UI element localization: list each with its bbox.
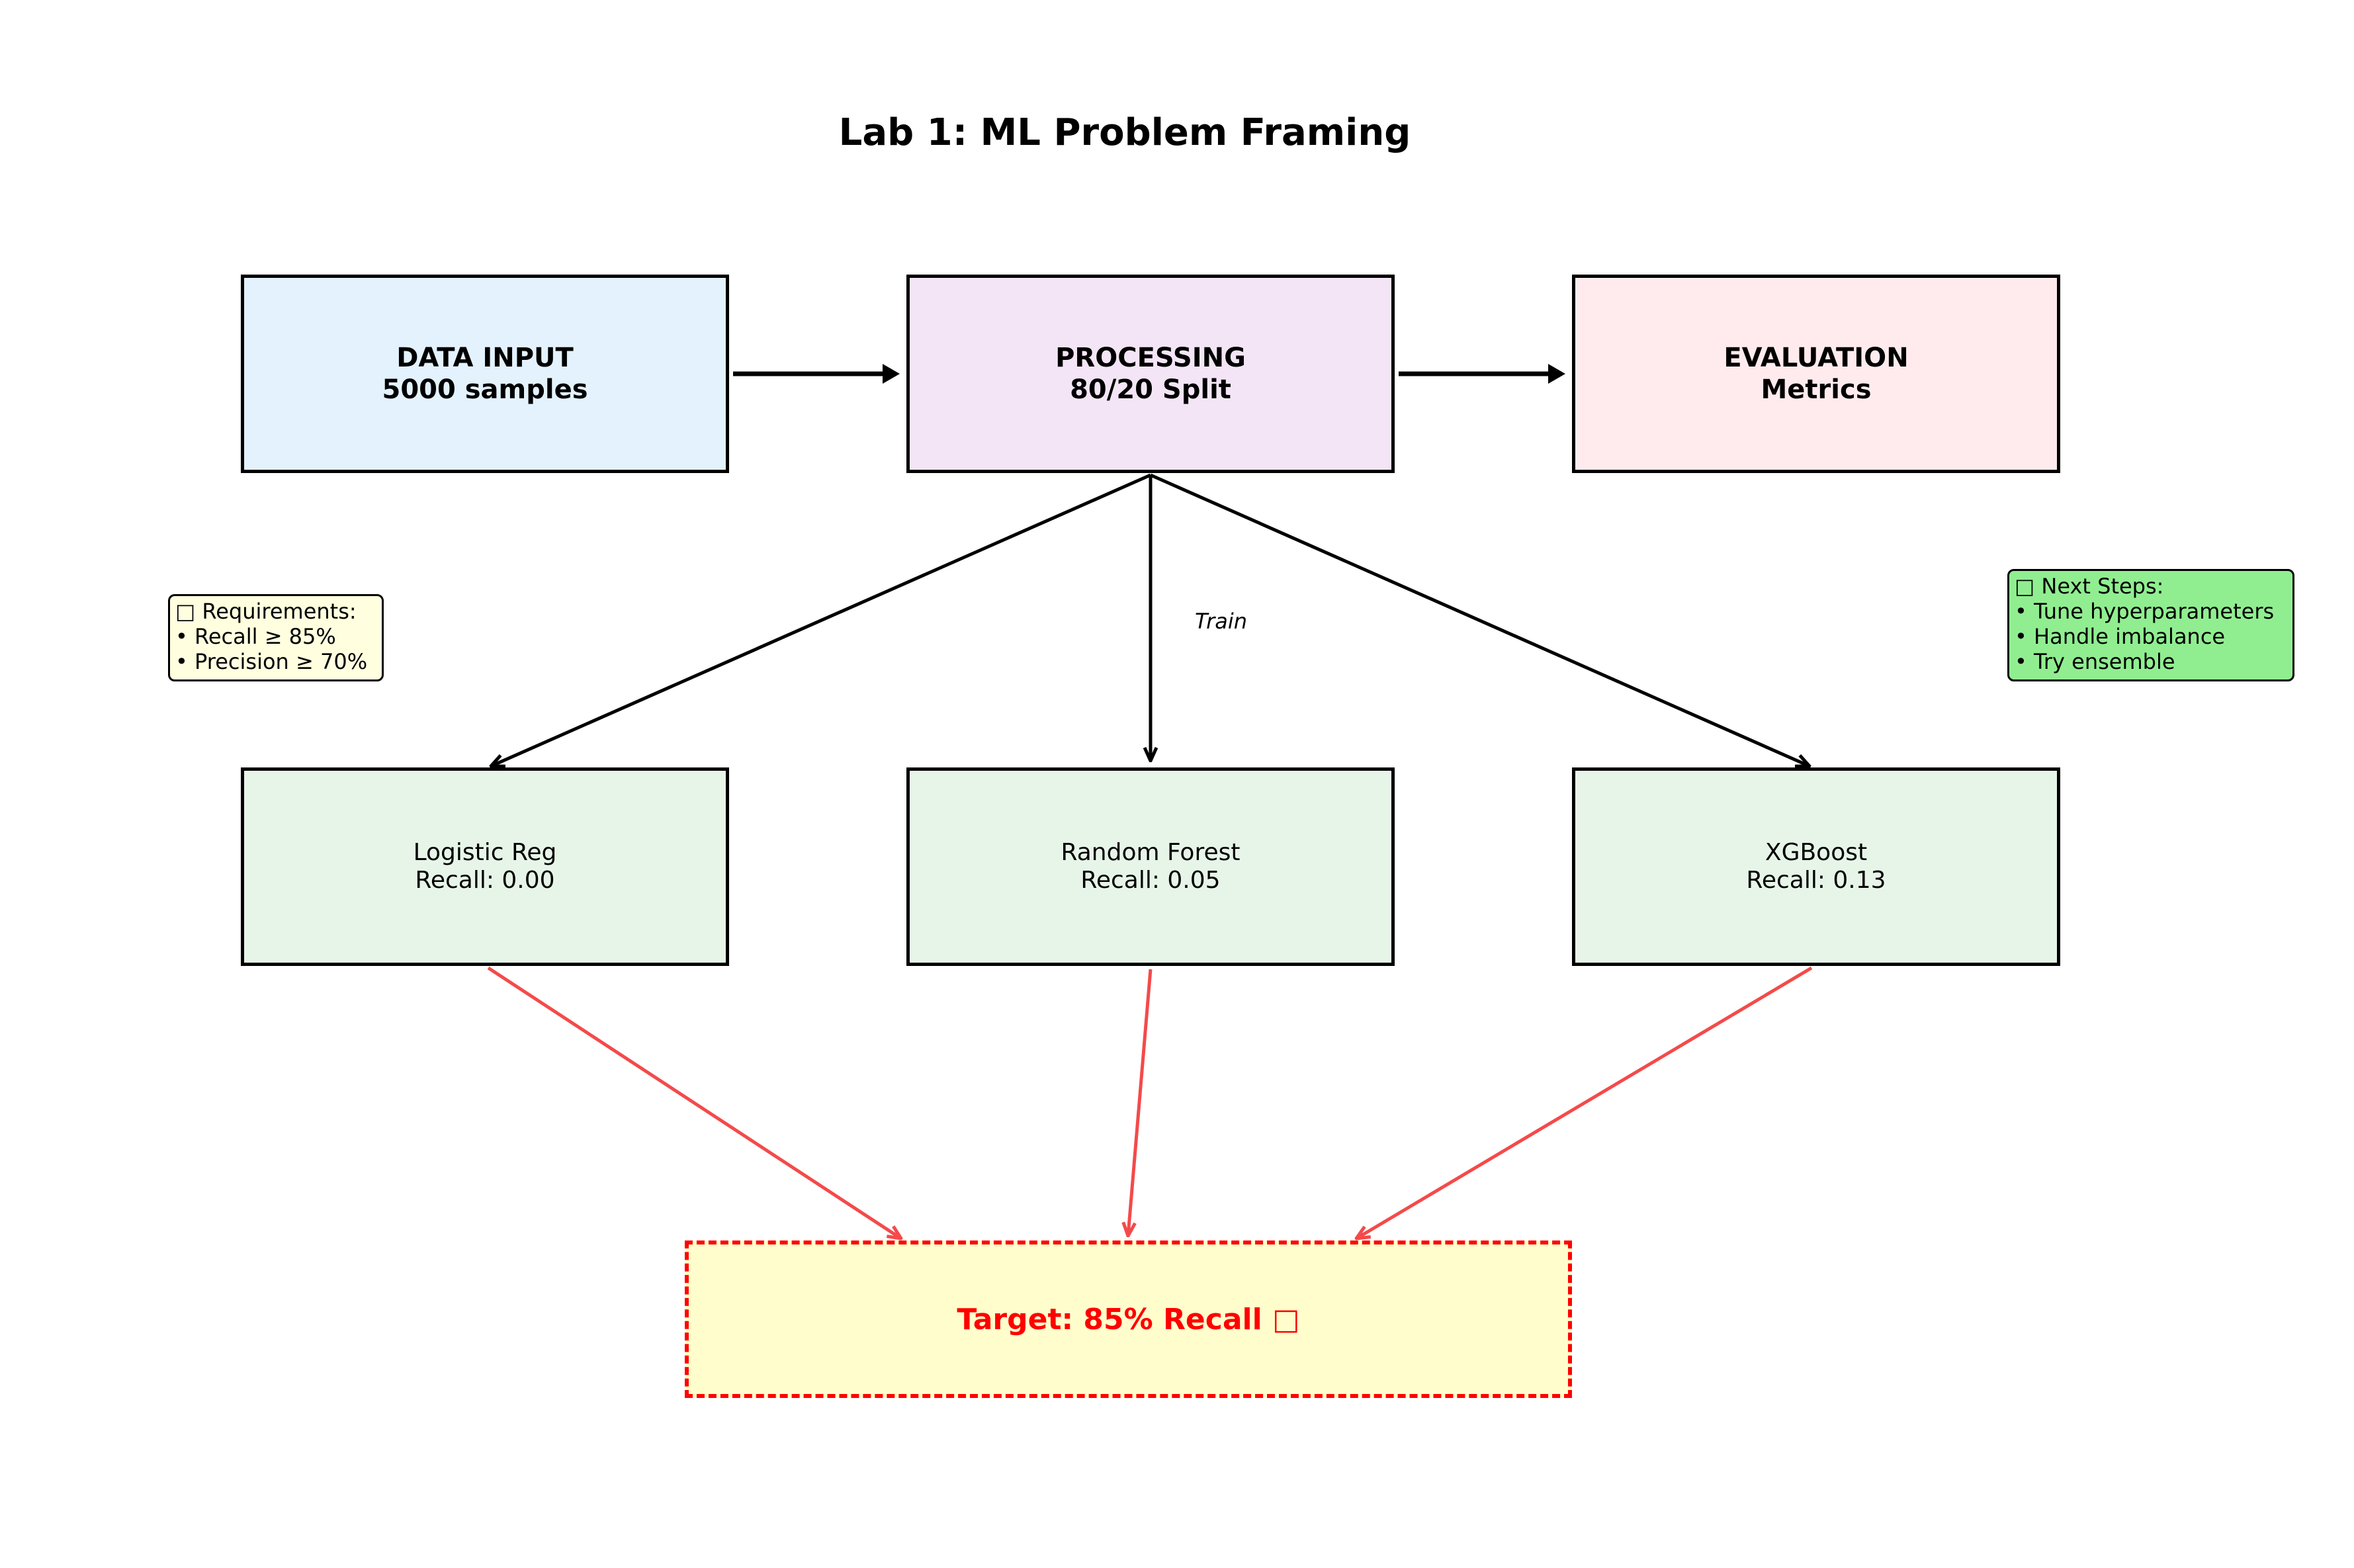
arrow-processing-to-evaluation	[1399, 364, 1565, 384]
processing-title: PROCESSING	[1055, 343, 1246, 373]
arrow-processing-to-logistic	[491, 473, 1152, 766]
model-recall: Recall: 0.13	[1746, 867, 1886, 894]
evaluation-detail: Metrics	[1761, 374, 1872, 405]
data-input-title: DATA INPUT	[396, 343, 574, 373]
evaluation-box: EVALUATION Metrics	[1572, 275, 2060, 473]
arrow-processing-to-xgboost	[1149, 473, 1809, 766]
model-box-logistic-reg: Logistic Reg Recall: 0.00	[241, 767, 729, 966]
data-input-box: DATA INPUT 5000 samples	[241, 275, 729, 473]
model-box-random-forest: Random Forest Recall: 0.05	[906, 767, 1395, 966]
requirements-note: □ Requirements: • Recall ≥ 85% • Precisi…	[168, 594, 384, 681]
processing-box: PROCESSING 80/20 Split	[906, 275, 1395, 473]
diagram-title: Lab 1: ML Problem Framing	[838, 111, 1411, 154]
model-name: Logistic Reg	[413, 839, 557, 866]
model-recall: Recall: 0.05	[1080, 867, 1221, 894]
arrow-random-forest-to-target	[1128, 969, 1153, 1236]
train-edge-label: Train	[1195, 609, 1247, 634]
data-input-detail: 5000 samples	[382, 374, 588, 405]
target-box: Target: 85% Recall □	[685, 1241, 1572, 1398]
target-label: Target: 85% Recall □	[957, 1302, 1300, 1336]
processing-detail: 80/20 Split	[1070, 374, 1231, 405]
arrow-logistic-to-target	[487, 966, 901, 1239]
model-name: Random Forest	[1061, 839, 1241, 866]
arrow-xgboost-to-target	[1356, 966, 1813, 1239]
model-recall: Recall: 0.00	[415, 867, 555, 894]
evaluation-title: EVALUATION	[1723, 343, 1909, 373]
model-box-xgboost: XGBoost Recall: 0.13	[1572, 767, 2060, 966]
arrow-data-to-processing	[733, 364, 900, 384]
model-name: XGBoost	[1765, 839, 1868, 866]
next-steps-note: □ Next Steps: • Tune hyperparameters • H…	[2007, 569, 2294, 681]
